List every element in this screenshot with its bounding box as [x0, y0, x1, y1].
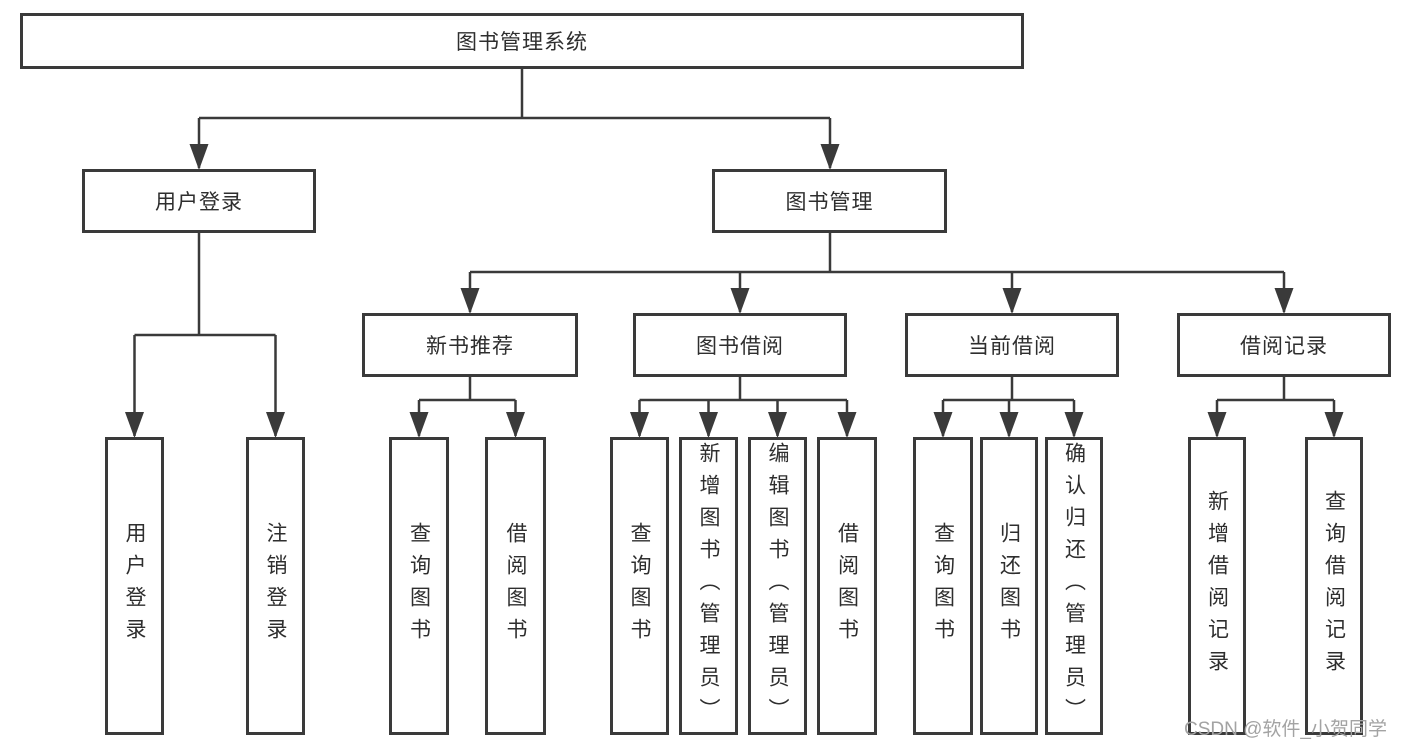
node-label: 确认归还（管理员）	[1062, 442, 1086, 730]
arrowhead	[1064, 412, 1084, 438]
leaf-return-books: 归还图书	[980, 437, 1038, 735]
arrowhead	[266, 412, 285, 438]
arrowhead	[730, 288, 750, 314]
node-label: 借阅图书	[835, 522, 859, 650]
arrowhead	[189, 144, 209, 170]
connector-root-to-level2	[197, 69, 832, 168]
leaf-query-books-current: 查询图书	[913, 437, 973, 735]
node-label: 注销登录	[264, 522, 287, 650]
arrowhead	[506, 412, 525, 438]
arrowhead	[125, 412, 144, 438]
node-label: 编辑图书（管理员）	[766, 442, 789, 730]
arrowhead	[460, 288, 480, 314]
node-label: 查询图书	[931, 522, 955, 650]
arrowhead	[630, 412, 649, 438]
leaf-borrow-books: 借阅图书	[817, 437, 877, 735]
node-book-borrow: 图书借阅	[633, 313, 847, 377]
node-borrow-records: 借阅记录	[1177, 313, 1391, 377]
arrowhead	[837, 412, 857, 438]
leaf-borrow-books-recommend: 借阅图书	[485, 437, 546, 735]
node-label: 新增图书（管理员）	[697, 442, 720, 730]
node-label: 查询借阅记录	[1322, 490, 1346, 682]
arrowhead	[1002, 288, 1022, 314]
arrowhead	[1324, 412, 1344, 438]
node-label: 图书管理	[785, 191, 874, 214]
node-label: 借阅图书	[504, 522, 527, 650]
node-label: 用户登录	[155, 191, 243, 214]
node-book-management: 图书管理	[712, 169, 947, 233]
arrowhead	[699, 412, 718, 438]
node-label: 图书借阅	[696, 335, 784, 358]
connector-bookmgmt-to-level3	[468, 233, 1286, 312]
leaf-edit-books-admin: 编辑图书（管理员）	[748, 437, 807, 735]
arrowhead	[768, 412, 787, 438]
leaf-query-borrow-record: 查询借阅记录	[1305, 437, 1363, 735]
leaf-add-borrow-record: 新增借阅记录	[1188, 437, 1246, 735]
arrowhead	[409, 412, 429, 438]
node-label: 归还图书	[997, 522, 1021, 650]
node-user-login: 用户登录	[82, 169, 316, 233]
connector-borrowrecords-to-leaves	[1215, 377, 1336, 436]
node-label: 用户登录	[123, 522, 146, 650]
arrowhead	[820, 144, 840, 170]
node-label: 借阅记录	[1240, 335, 1328, 358]
leaf-query-books-borrow: 查询图书	[610, 437, 669, 735]
arrowhead	[1274, 288, 1294, 314]
connector-userlogin-to-leaves	[133, 233, 277, 436]
leaf-user-login: 用户登录	[105, 437, 164, 735]
node-new-book-recommend: 新书推荐	[362, 313, 578, 377]
leaf-add-books-admin: 新增图书（管理员）	[679, 437, 738, 735]
node-current-borrow: 当前借阅	[905, 313, 1119, 377]
connector-bookborrow-to-leaves	[638, 377, 849, 436]
connector-newbooks-to-leaves	[417, 377, 517, 436]
node-label: 当前借阅	[968, 335, 1056, 358]
node-label: 查询图书	[628, 522, 651, 650]
node-library-management-system: 图书管理系统	[20, 13, 1024, 69]
leaf-query-books-recommend: 查询图书	[389, 437, 449, 735]
csdn-watermark: CSDN @软件_小贺同学	[1184, 719, 1387, 740]
node-label: 新书推荐	[426, 335, 514, 358]
node-label: 查询图书	[407, 522, 431, 650]
leaf-logout: 注销登录	[246, 437, 305, 735]
node-label: 新增借阅记录	[1205, 490, 1229, 682]
arrowhead	[999, 412, 1019, 438]
node-label: 图书管理系统	[456, 31, 588, 54]
leaf-confirm-return-admin: 确认归还（管理员）	[1045, 437, 1103, 735]
arrowhead	[1207, 412, 1227, 438]
arrowhead	[933, 412, 953, 438]
